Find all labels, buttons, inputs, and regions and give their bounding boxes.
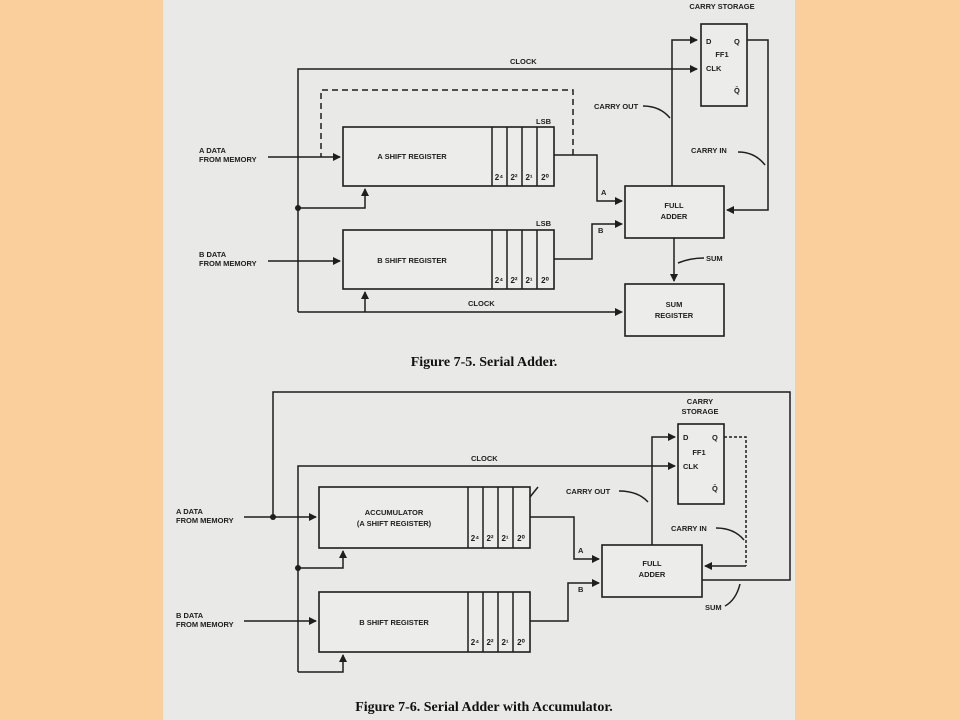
lsb-label-b: LSB — [536, 219, 552, 228]
bit-a-0: 2⁰ — [541, 173, 549, 182]
a-shift-register — [342, 126, 555, 187]
lsb-label-a: LSB — [536, 117, 552, 126]
ff1-name-2: FF1 — [692, 448, 705, 457]
ff1-clk-2: CLK — [683, 462, 699, 471]
b-data-label-2: FROM MEMORY — [199, 259, 257, 268]
carry-out-label-2: CARRY OUT — [566, 487, 611, 496]
carry-in-label-2: CARRY IN — [671, 524, 707, 533]
ff1-d-1: D — [706, 37, 712, 46]
bit-acc-1: 2¹ — [501, 534, 508, 543]
b-input-label-2: B — [578, 585, 584, 594]
b-data-label-2a: B DATA — [176, 611, 204, 620]
clock-label-top: CLOCK — [510, 57, 537, 66]
a-data-label-1: A DATA — [199, 146, 227, 155]
carry-out-label-1: CARRY OUT — [594, 102, 639, 111]
b-input-label-1: B — [598, 226, 604, 235]
b-shift-register-2-label: B SHIFT REGISTER — [359, 618, 429, 627]
full-adder-2 — [601, 544, 703, 598]
a-data-label-2: FROM MEMORY — [199, 155, 257, 164]
b-shift-register-2 — [318, 591, 531, 653]
bit-b-0: 2⁰ — [541, 276, 549, 285]
ff1-box-2 — [677, 423, 725, 505]
bit-b-2: 2² — [510, 276, 517, 285]
b-shift-register — [342, 229, 555, 290]
b-data-label-1: B DATA — [199, 250, 227, 259]
sum-register — [624, 283, 725, 337]
figure-7-6: CARRY STORAGE D Q FF1 CLK Q̄ ACCUMULATOR… — [176, 391, 791, 715]
ff1-q-1: Q — [734, 37, 740, 46]
bit-a-2: 2² — [510, 173, 517, 182]
bit-acc-2: 2² — [486, 534, 493, 543]
bit-a-1: 2¹ — [525, 173, 532, 182]
full-adder-1-line2: ADDER — [661, 212, 688, 221]
bit-b-4: 2⁴ — [495, 276, 503, 285]
a-data-label-2b: FROM MEMORY — [176, 516, 234, 525]
ff1-box-1 — [700, 23, 748, 107]
a-data-label-2a: A DATA — [176, 507, 204, 516]
sum-register-line2: REGISTER — [655, 311, 694, 320]
sum-label-2: SUM — [705, 603, 722, 612]
carry-in-label-1: CARRY IN — [691, 146, 727, 155]
carry-storage-label-1: CARRY STORAGE — [689, 2, 754, 11]
figure-7-5: CARRY STORAGE D Q FF1 CLK Q̄ A SHIFT REG… — [199, 2, 769, 370]
bit-acc-4: 2⁴ — [471, 534, 479, 543]
sum-register-line1: SUM — [666, 300, 683, 309]
bit-b2-1: 2¹ — [501, 638, 508, 647]
ff1-name-1: FF1 — [715, 50, 728, 59]
accumulator-label-1: ACCUMULATOR — [365, 508, 424, 517]
full-adder-2-line2: ADDER — [639, 570, 666, 579]
a-input-label-2: A — [578, 546, 584, 555]
bit-acc-0: 2⁰ — [517, 534, 525, 543]
bit-a-4: 2⁴ — [495, 173, 503, 182]
full-adder-2-line1: FULL — [642, 559, 662, 568]
clock-label-2: CLOCK — [471, 454, 498, 463]
ff1-clk-1: CLK — [706, 64, 722, 73]
b-shift-register-label: B SHIFT REGISTER — [377, 256, 447, 265]
ff1-qbar-2: Q̄ — [712, 484, 718, 493]
ff1-q-2: Q — [712, 433, 718, 442]
bit-b2-0: 2⁰ — [517, 638, 525, 647]
carry-storage-label-2b: STORAGE — [682, 407, 719, 416]
ff1-qbar-1: Q̄ — [734, 86, 740, 95]
bit-b2-2: 2² — [486, 638, 493, 647]
sum-label-1: SUM — [706, 254, 723, 263]
a-input-label-1: A — [601, 188, 607, 197]
a-shift-register-label: A SHIFT REGISTER — [377, 152, 447, 161]
figure-7-6-caption: Figure 7-6. Serial Adder with Accumulato… — [355, 700, 613, 715]
bit-b-1: 2¹ — [525, 276, 532, 285]
clock-label-bottom: CLOCK — [468, 299, 495, 308]
carry-storage-label-2a: CARRY — [687, 397, 713, 406]
ff1-d-2: D — [683, 433, 689, 442]
full-adder-1 — [624, 185, 725, 239]
bit-b2-4: 2⁴ — [471, 638, 479, 647]
b-data-label-2b: FROM MEMORY — [176, 620, 234, 629]
full-adder-1-line1: FULL — [664, 201, 684, 210]
figure-7-5-caption: Figure 7-5. Serial Adder. — [411, 355, 558, 370]
accumulator-label-2: (A SHIFT REGISTER) — [357, 519, 432, 528]
